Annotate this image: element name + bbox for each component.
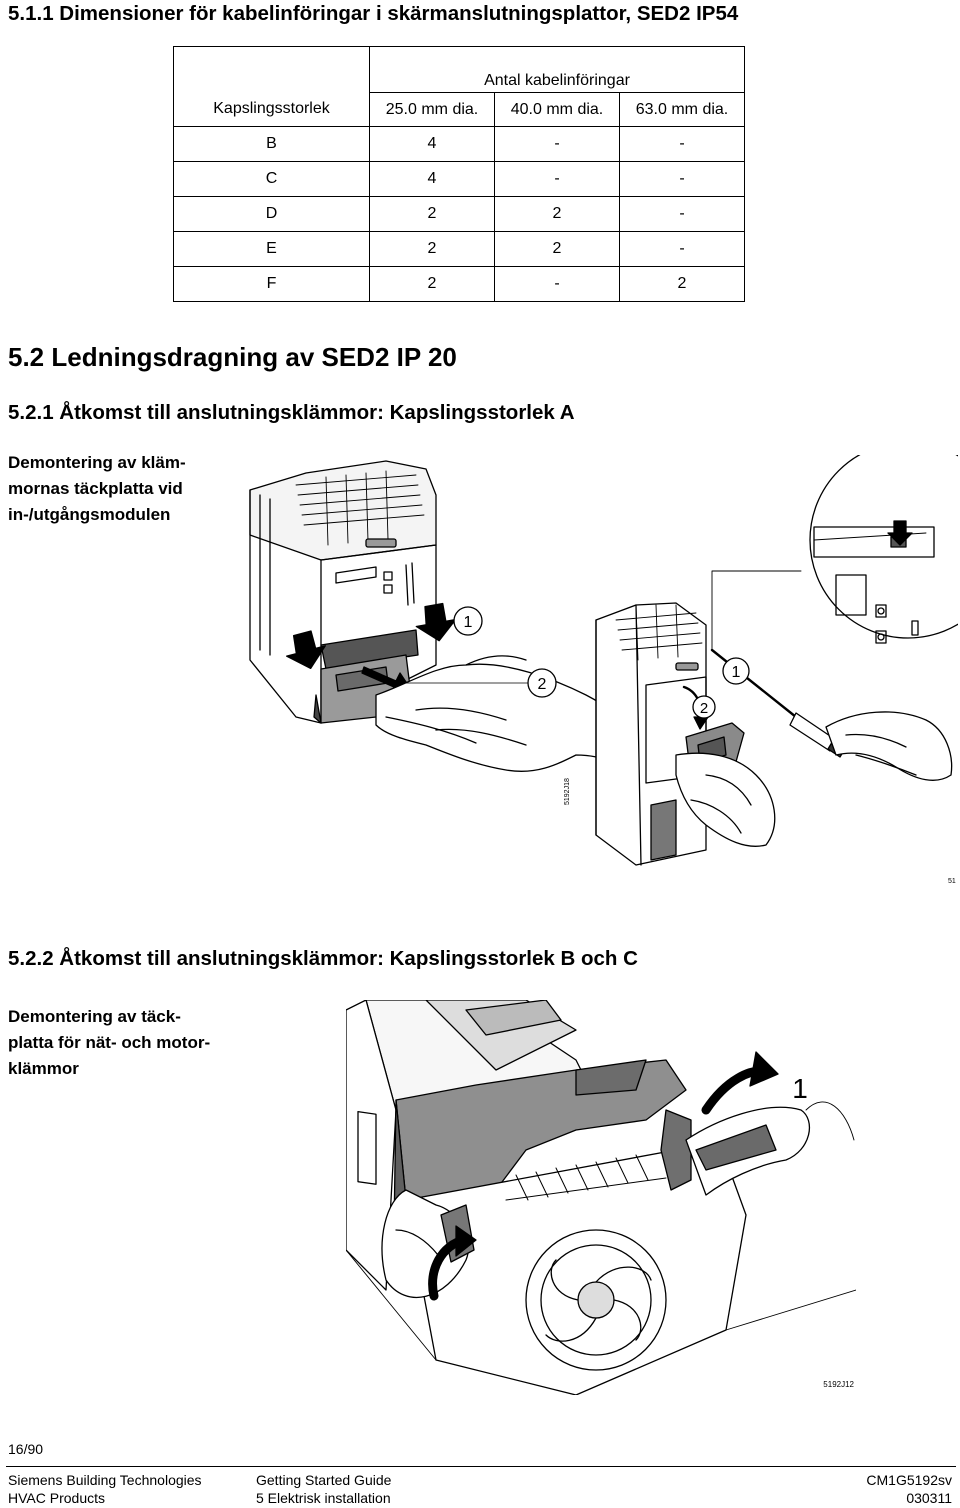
table-header-size: Kapslingsstorlek [173,92,370,127]
table-row: F 2 - 2 [173,266,745,302]
table-cell: 2 [369,266,495,302]
cable-entry-table: Antal kabelinföringar Kapslingsstorlek 2… [173,46,745,302]
figure-code-b: 51 [948,878,956,885]
table-cell: - [619,196,745,232]
figure-a-caption: Demontering av kläm- mornas täckplatta v… [8,450,186,528]
caption-line: klämmor [8,1059,79,1078]
callout-2-right [692,695,716,719]
table-cell: - [494,126,620,162]
table-header-63mm: 63.0 mm dia. [619,92,745,127]
table-cell: - [619,231,745,267]
caption-line: in-/utgångsmodulen [8,505,171,524]
footer-date-code: 030311 [906,1490,952,1506]
figure-code: 5192J12 [823,1380,854,1389]
figure-b-caption: Demontering av täck- platta för nät- och… [8,1004,210,1082]
detail-magnifier-illustration [711,455,958,651]
section-5-2-2-heading: 5.2.2 Åtkomst till anslutningsklämmor: K… [8,947,638,970]
table-cell: 4 [369,126,495,162]
table-cell: 2 [369,231,495,267]
drive-unit-right-illustration [595,602,953,866]
table-corner-cell [173,46,370,93]
table-row: D 2 2 - [173,196,745,232]
table-cell-size: C [173,161,370,197]
caption-line: mornas täckplatta vid [8,479,183,498]
callout-1-right-label: 1 [732,664,741,681]
table-row: E 2 2 - [173,231,745,267]
table-cell: 2 [494,231,620,267]
table-cell-size: D [173,196,370,232]
footer-divider [6,1466,956,1467]
table-cell-size: B [173,126,370,162]
table-header-25mm: 25.0 mm dia. [369,92,495,127]
callout-1-left-label: 1 [464,614,473,631]
table-header-40mm: 40.0 mm dia. [494,92,620,127]
table-row: B 4 - - [173,126,745,162]
table-cell: 2 [619,266,745,302]
table-group-header: Antal kabelinföringar [369,46,745,93]
table-cell: - [619,126,745,162]
table-cell: 4 [369,161,495,197]
table-cell: - [494,266,620,302]
footer-division: HVAC Products [8,1490,105,1506]
callout-1-right [722,657,750,685]
table-cell: - [494,161,620,197]
footer-company: Siemens Building Technologies [8,1472,202,1488]
callout-2-left-label: 2 [538,676,547,693]
table-cell: 2 [369,196,495,232]
footer-doc-code: CM1G5192sv [866,1472,952,1488]
page-number: 16/90 [8,1441,44,1457]
section-5-2-1-heading: 5.2.1 Åtkomst till anslutningsklämmor: K… [8,401,575,424]
table-cell: - [619,161,745,197]
table-cell-size: E [173,231,370,267]
drive-unit-bc-illustration [346,1000,856,1395]
caption-line: platta för nät- och motor- [8,1033,211,1052]
table-row: C 4 - - [173,161,745,197]
callout-2-right-label: 2 [700,700,708,717]
table-cell: 2 [494,196,620,232]
section-5-2-heading: 5.2 Ledningsdragning av SED2 IP 20 [8,342,457,372]
caption-line: Demontering av täck- [8,1007,181,1026]
table-cell-size: F [173,266,370,302]
caption-line: Demontering av kläm- [8,453,186,472]
callout-1: 1 [792,1073,808,1104]
footer-chapter: 5 Elektrisk installation [256,1490,391,1506]
section-5-1-1-heading: 5.1.1 Dimensioner för kabelinföringar i … [8,2,739,25]
figure-size-bc-terminal-cover: 1 5192J12 [346,1000,856,1395]
footer-doc-title: Getting Started Guide [256,1472,392,1488]
figure-size-a-terminal-cover: 1 2 5192J18 2 1 [249,455,958,885]
figure-code-a: 5192J18 [564,778,571,805]
